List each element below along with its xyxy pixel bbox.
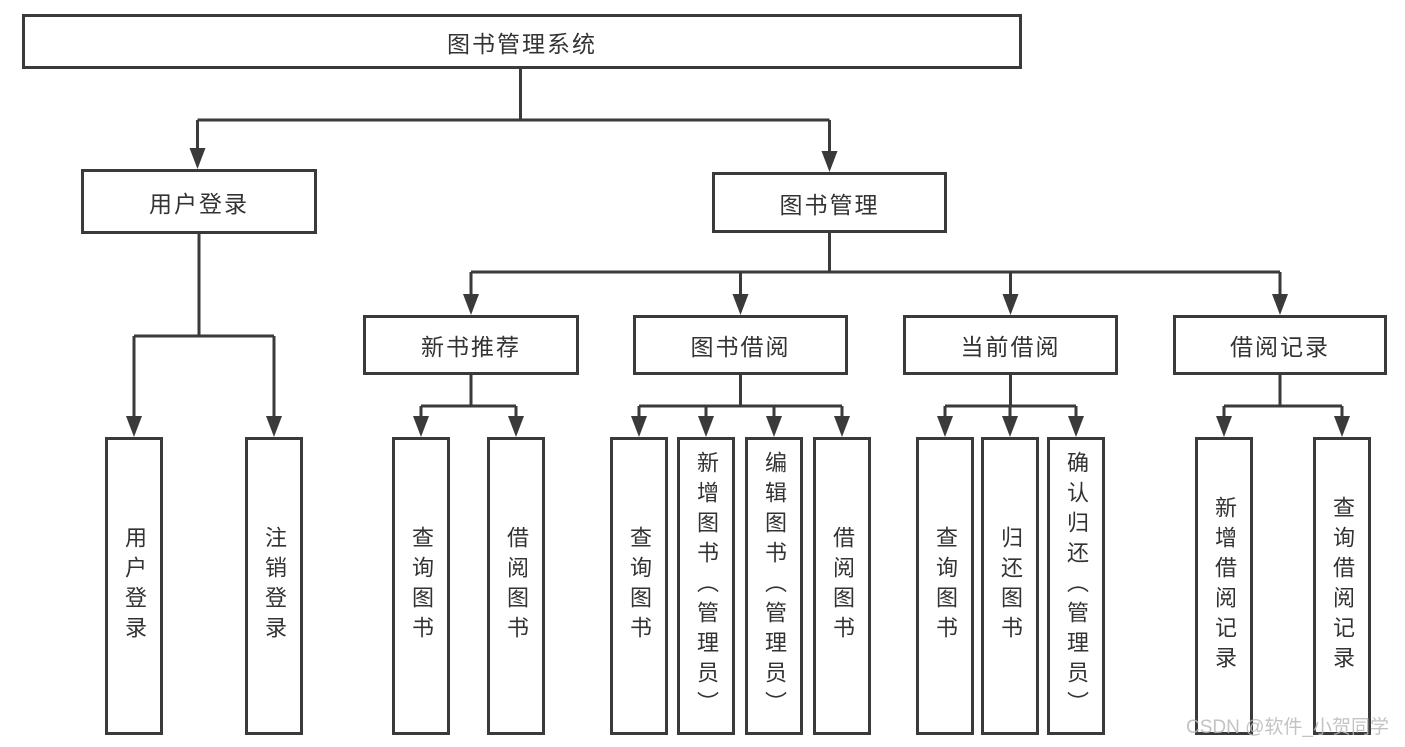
arrowhead-icon	[1216, 416, 1232, 437]
arrowhead-icon	[766, 416, 782, 437]
arrowhead-icon	[413, 416, 429, 437]
arrowhead-icon	[1272, 294, 1288, 315]
connector-management-to-level3	[463, 233, 1288, 315]
arrowhead-icon	[631, 416, 647, 437]
arrowhead-icon	[189, 148, 206, 169]
arrowhead-icon	[1002, 294, 1019, 315]
leaf-query-book-3: 查询图书	[916, 437, 974, 735]
arrowhead-icon	[126, 416, 142, 437]
leaf-query-book-1: 查询图书	[392, 437, 450, 735]
connector-records-to-leaves	[1216, 375, 1350, 437]
leaf-add-book-admin: 新增图书（管理员）	[677, 437, 735, 735]
leaf-return-book: 归还图书	[981, 437, 1039, 735]
arrowhead-icon	[821, 151, 838, 172]
connector-currentborrow-to-leaves	[937, 375, 1084, 437]
arrowhead-icon	[463, 294, 479, 315]
arrowhead-icon	[732, 294, 749, 315]
connector-newbook-to-leaves	[413, 375, 524, 437]
leaf-confirm-return-admin: 确认归还（管理员）	[1047, 437, 1105, 735]
leaf-user-login: 用户登录	[105, 437, 163, 735]
leaf-query-book-2: 查询图书	[610, 437, 668, 735]
connector-root-to-level2	[189, 69, 838, 172]
connector-login-to-leaves	[126, 234, 282, 437]
node-new-book-recommend: 新书推荐	[363, 315, 579, 375]
leaf-logout: 注销登录	[245, 437, 303, 735]
node-user-login: 用户登录	[81, 169, 317, 234]
leaf-borrow-book-2: 借阅图书	[813, 437, 871, 735]
node-root: 图书管理系统	[22, 14, 1022, 69]
arrowhead-icon	[266, 416, 282, 437]
arrowhead-icon	[834, 416, 850, 437]
arrowhead-icon	[508, 416, 524, 437]
node-book-borrow: 图书借阅	[633, 315, 848, 375]
leaf-query-borrow-record: 查询借阅记录	[1313, 437, 1371, 735]
leaf-borrow-book-1: 借阅图书	[487, 437, 545, 735]
arrowhead-icon	[937, 416, 953, 437]
connector-bookborrow-to-leaves	[631, 375, 850, 437]
node-borrow-records: 借阅记录	[1173, 315, 1387, 375]
leaf-add-borrow-record: 新增借阅记录	[1195, 437, 1253, 735]
node-current-borrow: 当前借阅	[903, 315, 1118, 375]
arrowhead-icon	[1068, 416, 1084, 437]
arrowhead-icon	[1334, 416, 1350, 437]
csdn-watermark: CSDN @软件_小贺同学	[1186, 717, 1389, 738]
node-book-management: 图书管理	[712, 172, 947, 233]
arrowhead-icon	[698, 416, 714, 437]
leaf-edit-book-admin: 编辑图书（管理员）	[745, 437, 803, 735]
arrowhead-icon	[1002, 416, 1018, 437]
